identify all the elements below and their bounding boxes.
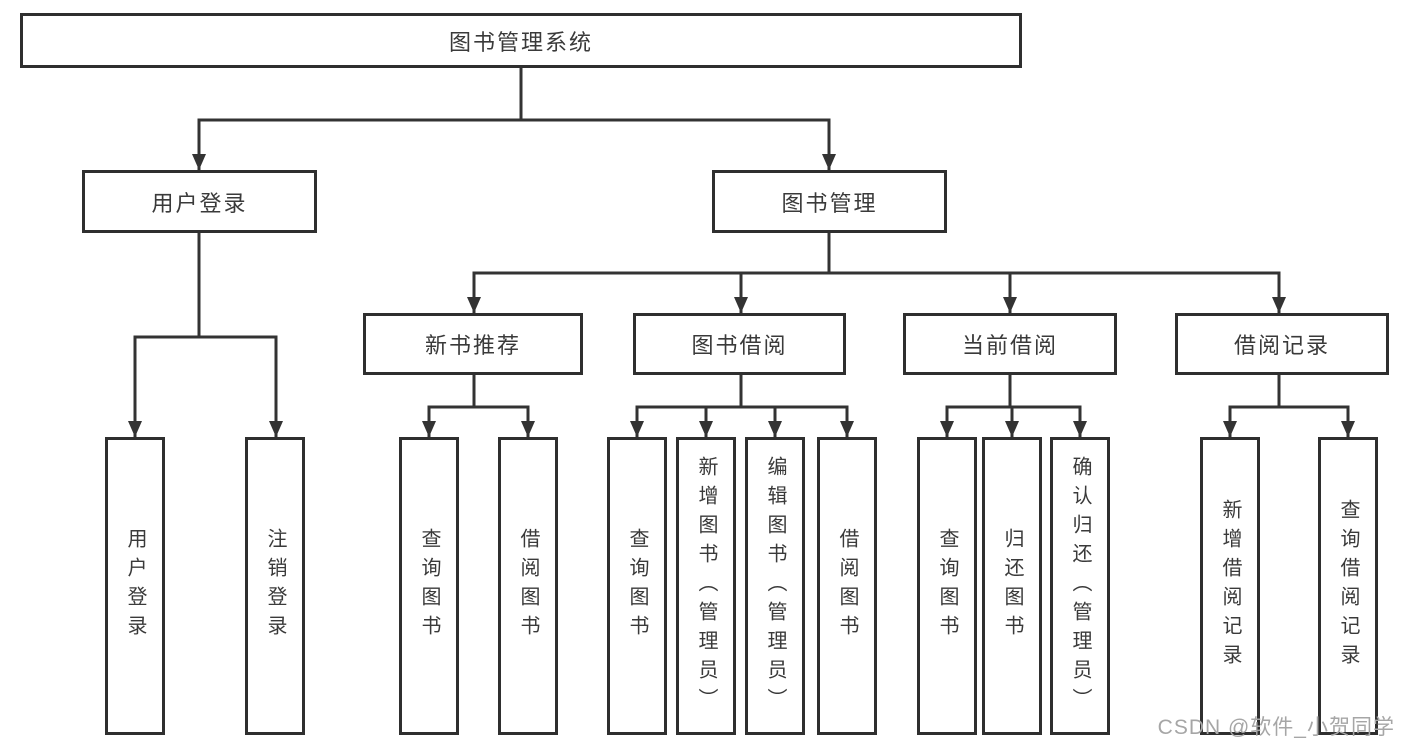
arrow-group [128, 120, 1355, 437]
tree-lines [133, 68, 1350, 409]
leaf-add-books-admin: 新增图书（管理员） [676, 437, 736, 735]
node-new-book-recommend: 新书推荐 [363, 313, 583, 375]
leaf-query-books-borrowing: 查询图书 [607, 437, 667, 735]
node-book-borrowing: 图书借阅 [633, 313, 846, 375]
node-current-borrowing: 当前借阅 [903, 313, 1117, 375]
leaf-query-books-recommend-label: 查询图书 [418, 528, 440, 644]
node-user-login: 用户登录 [82, 170, 317, 233]
leaf-query-books-current: 查询图书 [917, 437, 977, 735]
leaf-borrow-books-label: 借阅图书 [836, 528, 858, 644]
leaf-return-books: 归还图书 [982, 437, 1042, 735]
leaf-add-borrow-record-label: 新增借阅记录 [1219, 499, 1241, 673]
leaf-query-books-current-label: 查询图书 [936, 528, 958, 644]
leaf-add-books-admin-label: 新增图书（管理员） [695, 455, 717, 717]
leaf-borrow-books-recommend: 借阅图书 [498, 437, 558, 735]
leaf-query-books-recommend: 查询图书 [399, 437, 459, 735]
leaf-borrow-books-recommend-label: 借阅图书 [517, 528, 539, 644]
node-library-management-system: 图书管理系统 [20, 13, 1022, 68]
node-book-management: 图书管理 [712, 170, 947, 233]
leaf-user-login-label: 用户登录 [124, 528, 146, 644]
leaf-borrow-books: 借阅图书 [817, 437, 877, 735]
leaf-return-books-label: 归还图书 [1001, 528, 1023, 644]
leaf-logout: 注销登录 [245, 437, 305, 735]
node-borrowing-records: 借阅记录 [1175, 313, 1389, 375]
leaf-edit-books-admin: 编辑图书（管理员） [745, 437, 805, 735]
leaf-user-login: 用户登录 [105, 437, 165, 735]
leaf-add-borrow-record: 新增借阅记录 [1200, 437, 1260, 735]
leaf-confirm-return-admin-label: 确认归还（管理员） [1069, 455, 1091, 717]
leaf-confirm-return-admin: 确认归还（管理员） [1050, 437, 1110, 735]
leaf-query-borrow-record: 查询借阅记录 [1318, 437, 1378, 735]
leaf-query-borrow-record-label: 查询借阅记录 [1337, 499, 1359, 673]
leaf-edit-books-admin-label: 编辑图书（管理员） [764, 455, 786, 717]
leaf-logout-label: 注销登录 [264, 528, 286, 644]
leaf-query-books-borrowing-label: 查询图书 [626, 528, 648, 644]
